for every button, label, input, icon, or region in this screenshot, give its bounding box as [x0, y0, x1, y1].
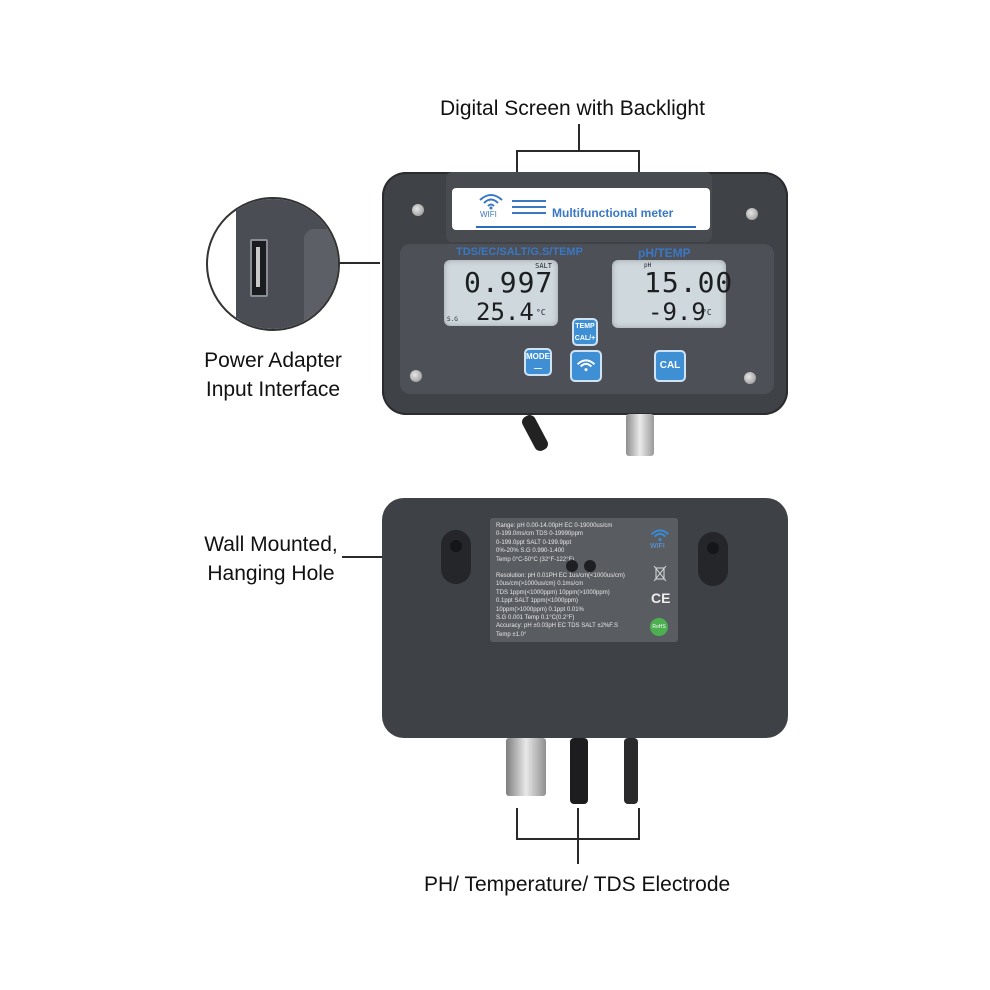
weee-bin-icon: [653, 565, 667, 582]
back-button-left[interactable]: [566, 560, 578, 572]
lcd-left-unit: °C: [536, 308, 546, 317]
spec-line: 10us/cm(>1000us/cm) 0.1ms/cm: [496, 581, 584, 588]
left-screen-header: TDS/EC/SALT/G.S/TEMP: [456, 246, 583, 258]
wifi-icon: [576, 359, 596, 372]
screw-icon: [410, 370, 422, 382]
lcd-right-unit: °C: [702, 308, 712, 317]
lcd-right: pH 15.00 -9.9 °C: [612, 260, 732, 328]
temp-cal-plus-button[interactable]: TEMP CAL/+: [572, 318, 598, 346]
leader-power: [336, 262, 380, 264]
lcd-right-sub: -9.9: [648, 298, 706, 326]
hanging-hole-left: [441, 530, 471, 584]
spec-line: 0-199.0ms/cm TDS 0-19990ppm: [496, 531, 583, 538]
wifi-icon: [650, 529, 670, 542]
mode-button-label: MODE: [526, 352, 550, 361]
callout-wall-mounted: Wall Mounted, Hanging Hole: [198, 530, 344, 588]
spec-line: Resolution: pH 0.01PH EC 1us/cm(<1000us/…: [496, 573, 625, 580]
spec-line: TDS 1ppm(<1000ppm) 10ppm(>1000ppm): [496, 589, 610, 596]
wifi-icon: [479, 194, 503, 210]
front-header-plate: WIFI Multifunctional meter: [452, 188, 710, 230]
minus-icon: —: [534, 364, 542, 373]
bnc-connector: [626, 414, 654, 456]
mode-button[interactable]: MODE —: [524, 348, 552, 376]
lcd-right-mode: pH: [644, 262, 652, 269]
back-button-right[interactable]: [584, 560, 596, 572]
hanging-hole-right: [698, 532, 728, 586]
lcd-left-main: 0.997: [464, 266, 554, 299]
tds-probe-cable: [624, 738, 638, 804]
spec-line: Temp ±1.0°: [496, 631, 527, 638]
spec-line: S.G 0.001 Temp 0.1°C(0.2°F): [496, 615, 575, 622]
power-port-zoom: [206, 197, 340, 331]
usb-port-icon: [250, 239, 268, 297]
front-cable: [519, 412, 551, 454]
leader-electrode-left: [516, 808, 518, 840]
leader-electrode-right: [638, 808, 640, 840]
callout-digital-screen: Digital Screen with Backlight: [440, 97, 705, 120]
leader-screen-stem: [578, 124, 580, 152]
bnc-connector-back: [506, 738, 546, 796]
callout-power-line2: Input Interface: [205, 378, 341, 401]
spec-line: Temp 0°C-50°C (32°F-122°F): [496, 556, 575, 563]
temp-probe-cable: [570, 738, 588, 804]
spec-panel: Range: pH 0.00-14.00pH EC 0-19000us/cm 0…: [490, 518, 678, 642]
ce-mark: CE: [651, 590, 671, 606]
port-housing-edge: [304, 229, 338, 329]
wifi-label: WIFI: [480, 210, 497, 219]
callout-wall-line2: Hanging Hole: [207, 562, 335, 585]
screw-icon: [412, 204, 424, 216]
lcd-left-corner: S.G: [447, 316, 458, 323]
cal-plus-button-label: CAL/+: [574, 335, 596, 342]
lcd-left: SALT 0.997 25.4 °C S.G: [444, 260, 558, 326]
meter-title: Multifunctional meter: [552, 206, 674, 220]
lcd-left-sub: 25.4: [476, 298, 534, 326]
back-wifi-label: WIFI: [650, 543, 665, 550]
rohs-badge: RoHS: [650, 618, 668, 636]
spec-line: 0%-20% S.G 0.990-1.400: [496, 548, 565, 555]
spec-line: Range: pH 0.00-14.00pH EC 0-19000us/cm: [496, 523, 613, 529]
cal-button[interactable]: CAL: [654, 350, 686, 382]
spec-line: Accuracy: pH ±0.03pH EC TDS SALT ±2%F.S: [496, 623, 618, 630]
callout-electrode: PH/ Temperature/ TDS Electrode: [424, 873, 731, 896]
leader-screen-bar: [516, 150, 640, 152]
callout-power-line1: Power Adapter: [204, 349, 342, 372]
callout-wall-line1: Wall Mounted,: [204, 533, 338, 556]
right-screen-header: pH/TEMP: [638, 246, 691, 260]
callout-power-adapter: Power Adapter Input Interface: [198, 346, 348, 404]
leader-electrode-mid: [577, 808, 579, 864]
temp-button-label: TEMP: [575, 323, 595, 330]
lcd-left-mode: SALT: [535, 262, 552, 270]
lcd-right-main: 15.00: [644, 266, 734, 299]
wifi-button[interactable]: [570, 350, 602, 382]
spec-line: 0.1ppt SALT 1ppm(<1000ppm): [496, 598, 578, 605]
header-stripes: [512, 200, 546, 214]
screw-icon: [746, 208, 758, 220]
spec-line: 10ppm(>1000ppm) 0.1ppt 0.01%: [496, 606, 584, 613]
screw-icon: [744, 372, 756, 384]
spec-line: 0-199.0ppt SALT 0-199.9ppt: [496, 539, 572, 546]
header-rule: [476, 226, 696, 228]
